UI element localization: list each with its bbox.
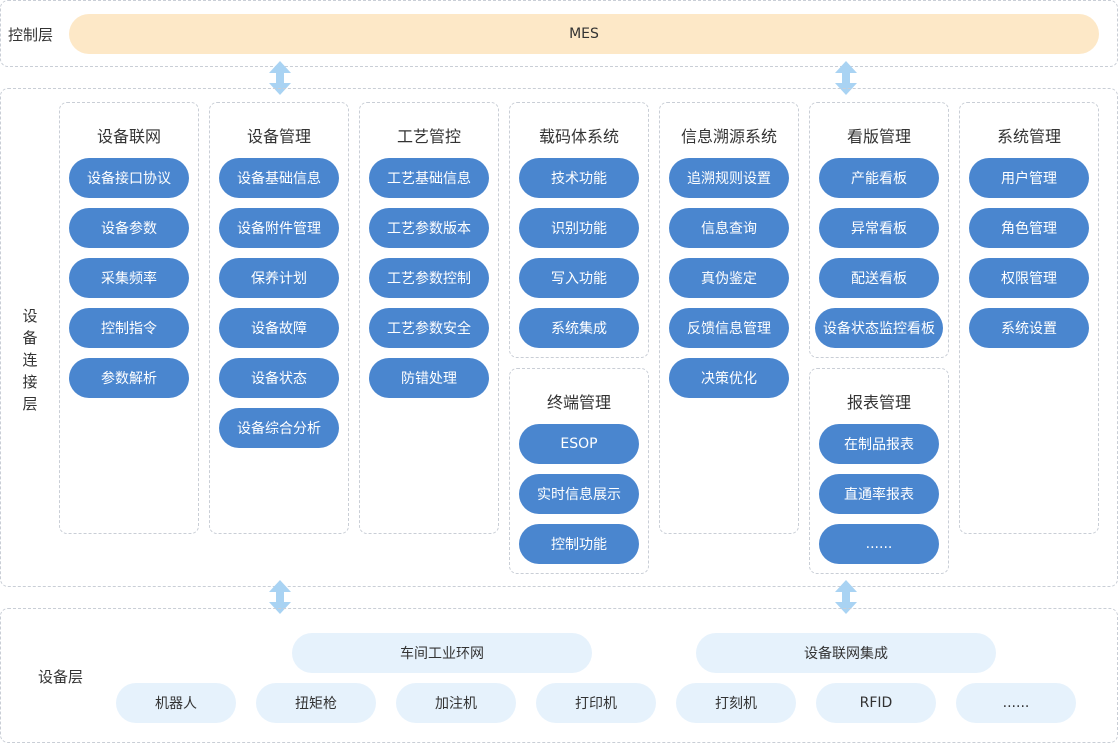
- mes-bar: MES: [69, 14, 1099, 54]
- device-pill: RFID: [816, 683, 936, 723]
- module-device-network: 设备联网: [59, 102, 199, 534]
- item-pill: 参数解析: [69, 358, 189, 398]
- item-pill: 产能看板: [819, 158, 939, 198]
- network-pill: 设备联网集成: [696, 633, 996, 673]
- item-pill: 信息查询: [669, 208, 789, 248]
- control-layer: [0, 0, 1118, 67]
- module-title: 设备联网: [96, 127, 161, 146]
- connect-layer-label: 设备连接层: [22, 307, 38, 413]
- device-pill: 打刻机: [676, 683, 796, 723]
- module-report-management: 报表管理: [809, 368, 949, 574]
- module-terminal-management: 终端管理: [509, 368, 649, 574]
- item-pill: 系统设置: [969, 308, 1089, 348]
- item-pill: 技术功能: [519, 158, 639, 198]
- item-pill: 异常看板: [819, 208, 939, 248]
- item-pill: 用户管理: [969, 158, 1089, 198]
- module-title: 工艺管控: [396, 127, 461, 146]
- item-pill: 设备基础信息: [219, 158, 339, 198]
- item-pill: 识别功能: [519, 208, 639, 248]
- item-pill: 采集频率: [69, 258, 189, 298]
- item-pill: 设备综合分析: [219, 408, 339, 448]
- item-pill: 真伪鉴定: [669, 258, 789, 298]
- item-pill: 设备接口协议: [69, 158, 189, 198]
- item-pill: 实时信息展示: [519, 474, 639, 514]
- item-pill: 直通率报表: [819, 474, 939, 514]
- module-title: 报表管理: [846, 393, 911, 412]
- item-pill: 控制功能: [519, 524, 639, 564]
- double-arrow-icon: [835, 61, 857, 95]
- item-pill: 系统集成: [519, 308, 639, 348]
- module-board-management: 看版管理: [809, 102, 949, 358]
- item-pill: 设备状态监控看板: [815, 308, 943, 348]
- item-pill: 设备故障: [219, 308, 339, 348]
- item-pill: 工艺参数版本: [369, 208, 489, 248]
- item-pill: 在制品报表: [819, 424, 939, 464]
- item-pill: 控制指令: [69, 308, 189, 348]
- network-pill: 车间工业环网: [292, 633, 592, 673]
- module-device-management: 设备管理: [209, 102, 349, 534]
- item-pill: 追溯规则设置: [669, 158, 789, 198]
- module-title: 信息溯源系统: [680, 127, 777, 146]
- module-process-control: 工艺管控: [359, 102, 499, 534]
- module-title: 系统管理: [996, 127, 1061, 146]
- module-title: 终端管理: [546, 393, 611, 412]
- item-pill: 反馈信息管理: [669, 308, 789, 348]
- item-pill: ESOP: [519, 424, 639, 464]
- module-title: 看版管理: [846, 127, 911, 146]
- module-title: 设备管理: [246, 127, 311, 146]
- item-pill: 工艺参数控制: [369, 258, 489, 298]
- control-layer-label: 控制层: [8, 26, 54, 44]
- module-system-management: 系统管理: [959, 102, 1099, 534]
- module-traceability-system: 信息溯源系统: [659, 102, 799, 534]
- connect-layer: [0, 88, 1118, 587]
- item-pill: 防错处理: [369, 358, 489, 398]
- item-pill: 权限管理: [969, 258, 1089, 298]
- item-pill: 配送看板: [819, 258, 939, 298]
- item-pill: 决策优化: [669, 358, 789, 398]
- double-arrow-icon: [269, 61, 291, 95]
- item-pill: 写入功能: [519, 258, 639, 298]
- device-pill: ......: [956, 683, 1076, 723]
- item-pill: 设备参数: [69, 208, 189, 248]
- device-layer-label: 设备层: [38, 668, 84, 686]
- double-arrow-icon: [835, 580, 857, 614]
- item-pill: ......: [819, 524, 939, 564]
- device-pill: 扭矩枪: [256, 683, 376, 723]
- device-pill: 打印机: [536, 683, 656, 723]
- item-pill: 设备状态: [219, 358, 339, 398]
- device-layer: [0, 608, 1118, 743]
- module-carrier-system: 载码体系统: [509, 102, 649, 358]
- item-pill: 保养计划: [219, 258, 339, 298]
- double-arrow-icon: [269, 580, 291, 614]
- item-pill: 设备附件管理: [219, 208, 339, 248]
- item-pill: 工艺基础信息: [369, 158, 489, 198]
- device-pill: 机器人: [116, 683, 236, 723]
- device-pill: 加注机: [396, 683, 516, 723]
- item-pill: 角色管理: [969, 208, 1089, 248]
- module-title: 载码体系统: [538, 127, 619, 146]
- item-pill: 工艺参数安全: [369, 308, 489, 348]
